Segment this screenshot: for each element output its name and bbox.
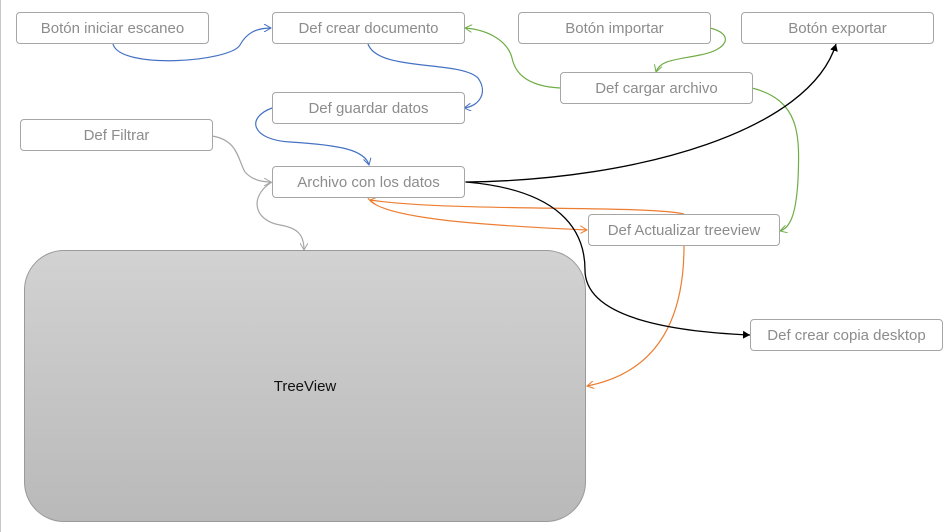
arrow-actualizar-to-archivo xyxy=(370,200,685,215)
treeview-panel: TreeView xyxy=(24,250,586,522)
treeview-label: TreeView xyxy=(273,377,337,395)
node-importar: Botón importar xyxy=(518,12,711,44)
arrow-iniciar-to-crear xyxy=(112,28,271,62)
arrow-archivo-to-exportar xyxy=(458,43,838,187)
node-exportar: Botón exportar xyxy=(741,12,934,44)
arrow-archivo-to-treeview xyxy=(256,181,304,250)
node-iniciar-escaneo: Botón iniciar escaneo xyxy=(16,12,209,44)
node-archivo-datos: Archivo con los datos xyxy=(272,166,465,198)
arrow-guardar-to-archivo xyxy=(255,107,369,165)
node-actualizar-treeview: Def Actualizar treeview xyxy=(588,214,780,246)
node-crear-documento: Def crear documento xyxy=(272,12,465,44)
canvas-left-border xyxy=(0,0,1,532)
node-guardar-datos: Def guardar datos xyxy=(272,92,465,124)
arrow-actualizar-to-treeview xyxy=(587,245,685,386)
arrow-cargar-to-actualizar xyxy=(751,87,800,231)
node-cargar-archivo: Def cargar archivo xyxy=(560,72,753,104)
node-crear-copia: Def crear copia desktop xyxy=(750,319,943,351)
arrow-filtrar-to-archivo xyxy=(211,135,271,182)
node-filtrar: Def Filtrar xyxy=(20,119,213,151)
arrow-archivo-to-copia xyxy=(458,177,751,339)
